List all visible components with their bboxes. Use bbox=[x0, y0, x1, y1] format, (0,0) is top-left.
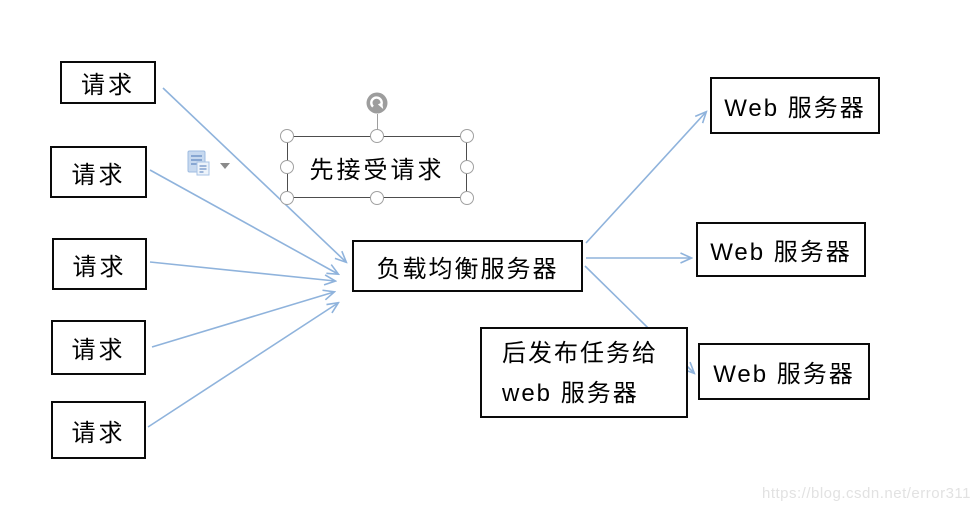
web-server-2-label: Web 服务器 bbox=[710, 239, 852, 266]
selection-handle-top-center[interactable] bbox=[370, 129, 384, 143]
selection-handle-mid-right[interactable] bbox=[460, 160, 474, 174]
arrow-request2-to-lb[interactable] bbox=[149, 169, 338, 274]
paste-options-dropdown-icon[interactable] bbox=[220, 163, 230, 169]
request-box-2[interactable]: 请求 bbox=[50, 146, 147, 198]
arrow-request4-to-lb[interactable] bbox=[151, 292, 334, 348]
request-box-3[interactable]: 请求 bbox=[52, 238, 147, 290]
selected-textbox[interactable]: 先接受请求 bbox=[287, 136, 467, 198]
selection-handle-mid-left[interactable] bbox=[280, 160, 294, 174]
selection-handle-top-right[interactable] bbox=[460, 129, 474, 143]
request-box-4[interactable]: 请求 bbox=[51, 320, 146, 375]
watermark-text: https://blog.csdn.net/error311 bbox=[761, 485, 971, 502]
selection-handle-bottom-left[interactable] bbox=[280, 191, 294, 205]
note-box[interactable]: 后发布任务给 web 服务器 bbox=[480, 327, 688, 418]
request-box-1-label: 请求 bbox=[81, 72, 135, 99]
note-line-1: 后发布任务给 bbox=[502, 340, 658, 367]
selection-handle-bottom-right[interactable] bbox=[460, 191, 474, 205]
arrow-lb-to-web1[interactable] bbox=[585, 112, 706, 244]
selected-textbox-label: 先接受请求 bbox=[309, 156, 445, 184]
web-server-box-3[interactable]: Web 服务器 bbox=[698, 343, 870, 400]
web-server-box-2[interactable]: Web 服务器 bbox=[696, 222, 866, 277]
request-box-5[interactable]: 请求 bbox=[51, 401, 146, 459]
web-server-3-label: Web 服务器 bbox=[713, 361, 855, 388]
web-server-box-1[interactable]: Web 服务器 bbox=[710, 77, 880, 134]
paste-options-button[interactable] bbox=[186, 149, 234, 181]
selection-handle-bottom-center[interactable] bbox=[370, 191, 384, 205]
request-box-5-label: 请求 bbox=[71, 419, 126, 447]
request-box-4-label: 请求 bbox=[71, 337, 126, 364]
web-server-1-label: Web 服务器 bbox=[724, 95, 866, 122]
selection-handle-top-left[interactable] bbox=[280, 129, 294, 143]
arrow-request3-to-lb[interactable] bbox=[149, 261, 335, 281]
rotate-handle-connector bbox=[377, 114, 378, 136]
load-balancer-box[interactable]: 负载均衡服务器 bbox=[352, 240, 583, 292]
request-box-2-label: 请求 bbox=[71, 161, 126, 189]
arrow-request1-to-lb[interactable] bbox=[162, 87, 346, 262]
load-balancer-label: 负载均衡服务器 bbox=[376, 255, 559, 283]
arrow-request5-to-lb[interactable] bbox=[147, 303, 338, 428]
request-box-1[interactable]: 请求 bbox=[60, 61, 156, 104]
request-box-3-label: 请求 bbox=[72, 253, 127, 281]
clipboard-paste-icon bbox=[187, 150, 210, 176]
rotate-handle-icon[interactable] bbox=[366, 92, 388, 114]
note-line-2: web 服务器 bbox=[502, 380, 639, 407]
